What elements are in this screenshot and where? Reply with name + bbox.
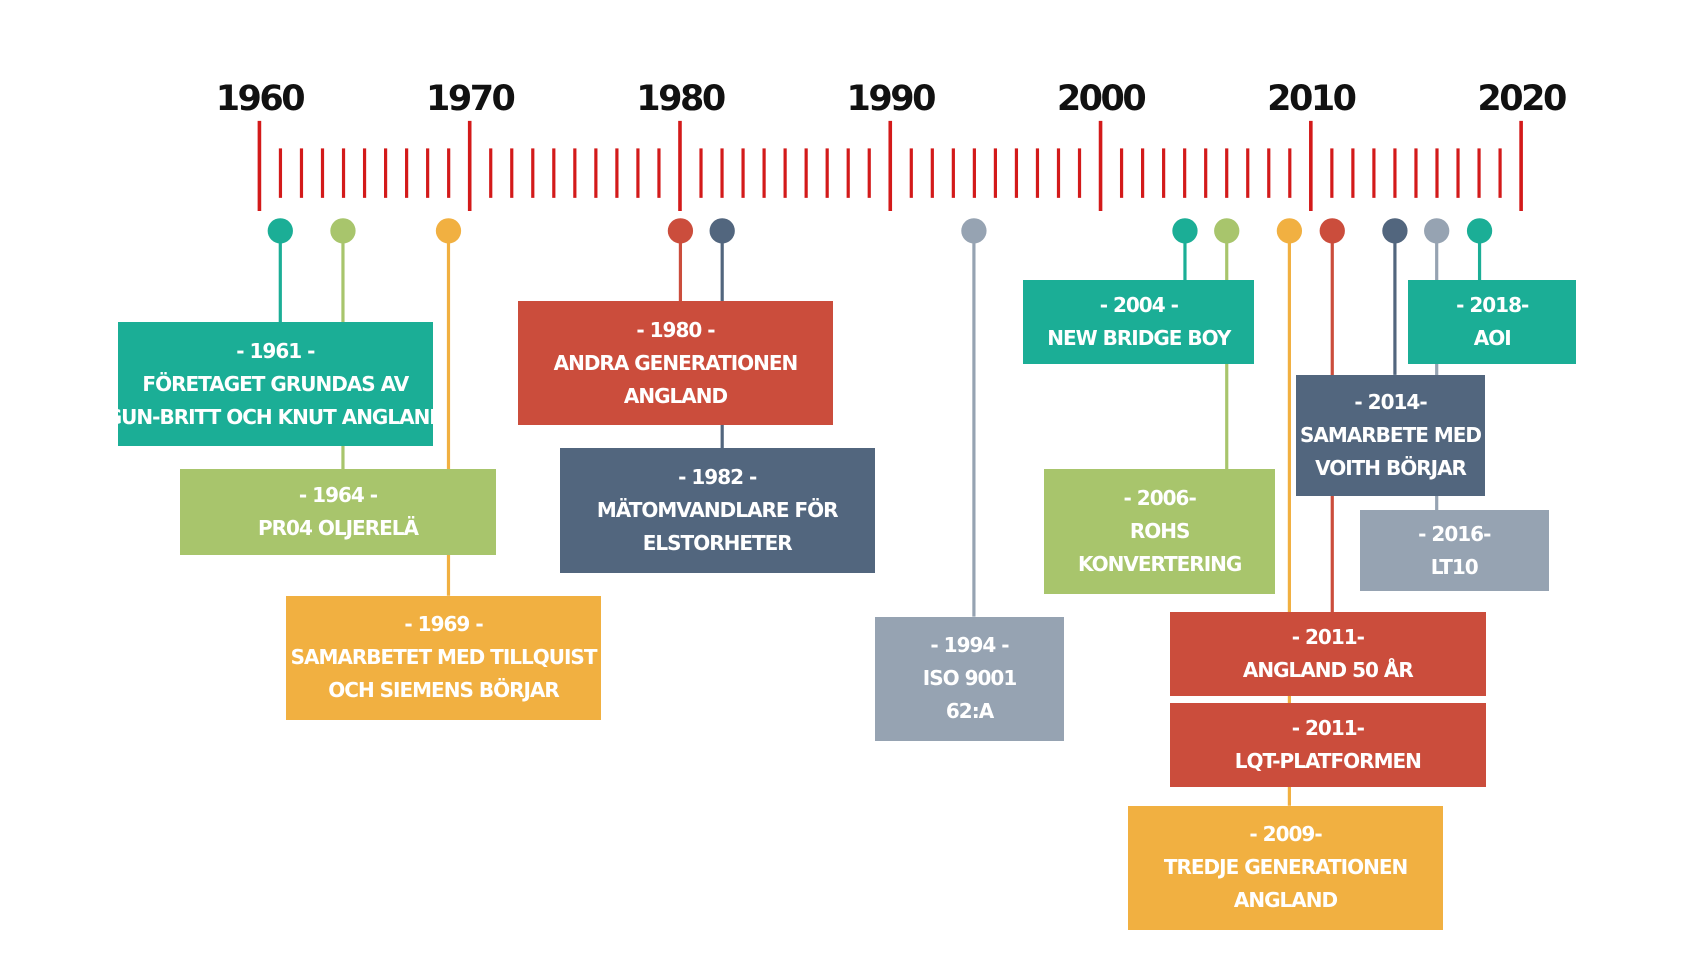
event-year-label: - 2009- <box>1249 822 1322 847</box>
event-box-1980: - 1980 - ANDRA GENERATIONEN ANGLAND <box>517 301 834 426</box>
decade-label-2020: 2020 <box>1477 79 1566 119</box>
event-box-1969: - 1969 - SAMARBETET MED TILLQUIST OCH SIEM… <box>285 595 602 720</box>
event-text-line: 62:A <box>945 699 994 724</box>
event-year-label: - 1982 - <box>678 465 757 490</box>
decade-label-1960: 1960 <box>216 79 305 119</box>
event-text-line: ISO 9001 <box>922 666 1017 691</box>
event-text-line: OCH SIEMENS BÖRJAR <box>328 678 560 703</box>
event-year-label: - 2014- <box>1354 389 1427 414</box>
event-text-line: LQT-PLATFORMEN <box>1234 749 1422 774</box>
event-text-line: ELSTORHETER <box>642 531 793 556</box>
event-dot-1982 <box>709 218 735 244</box>
event-dot-1969 <box>435 218 462 244</box>
event-text-line: GUN-BRITT OCH KNUT ANGLAND <box>105 404 446 429</box>
event-box-2004: - 2004 - NEW BRIDGE BOY <box>1023 280 1255 364</box>
event-box-2011a: - 2011- ANGLAND 50 ÅR <box>1169 612 1487 696</box>
event-year-label: - 2006- <box>1123 485 1197 510</box>
event-dot-2018 <box>1466 218 1493 244</box>
event-box-2014: - 2014- SAMARBETE MED VOITH BÖRJAR <box>1295 374 1486 496</box>
event-text-line: SAMARBETE MED <box>1300 422 1482 447</box>
event-text-line: KONVERTERING <box>1078 551 1242 576</box>
event-dot-2006 <box>1214 218 1240 244</box>
event-text-line: ANGLAND 50 ÅR <box>1242 658 1414 683</box>
decade-label-1980: 1980 <box>636 79 725 119</box>
event-text-line: TREDJE GENERATIONEN <box>1163 855 1408 880</box>
event-dot-2014 <box>1382 218 1408 244</box>
event-year-label: - 2004 - <box>1099 293 1179 318</box>
decade-label-1970: 1970 <box>426 79 515 119</box>
event-text-line: AOI <box>1473 326 1512 351</box>
event-dots <box>267 218 1493 244</box>
event-text-line: ROHS <box>1129 518 1191 543</box>
event-dot-1994 <box>961 218 987 244</box>
event-dot-2016 <box>1424 218 1450 244</box>
event-dot-1961 <box>267 218 293 244</box>
event-dot-1964 <box>330 218 356 244</box>
event-text-line: VOITH BÖRJAR <box>1315 455 1467 480</box>
event-year-label: - 1964 - <box>298 483 378 508</box>
event-box-1961: - 1961 - FÖRETAGET GRUNDAS AV GUN-BRITT OC… <box>106 322 446 447</box>
event-year-label: - 2018- <box>1456 293 1529 318</box>
event-dot-2011a <box>1319 218 1345 244</box>
event-box-1994: - 1994 - ISO 9001 62:A <box>874 616 1065 741</box>
event-year-label: - 1980 - <box>636 317 715 342</box>
event-year-label: - 1969 - <box>404 612 483 637</box>
event-text-line: FÖRETAGET GRUNDAS AV <box>142 371 409 396</box>
event-text-line: ANDRA GENERATIONEN <box>553 350 799 375</box>
event-year-label: - 2011- <box>1291 716 1365 741</box>
decade-label-1990: 1990 <box>847 79 936 119</box>
event-year-label: - 1994 - <box>930 633 1009 658</box>
event-box-1964: - 1964 - PR04 OLJERELÄ <box>180 469 496 556</box>
event-box-2011b: - 2011- LQT-PLATFORMEN <box>1169 703 1487 788</box>
event-text-line: MÄTOMVANDLARE FÖR <box>596 498 839 523</box>
event-text-line: NEW BRIDGE BOY <box>1047 326 1231 351</box>
event-box-2006: - 2006- ROHS KONVERTERING <box>1044 469 1276 594</box>
decade-label-2010: 2010 <box>1267 79 1356 119</box>
event-dot-1980 <box>667 218 694 244</box>
decade-labels: 1960 1970 1980 1990 2000 2010 2020 <box>216 79 1569 119</box>
timeline-axis <box>257 120 1523 212</box>
event-year-label: - 2016- <box>1418 521 1491 546</box>
event-box-1982: - 1982 - MÄTOMVANDLARE FÖR ELSTORHETER <box>559 448 875 573</box>
event-text-line: ANGLAND <box>623 383 728 408</box>
decade-label-2000: 2000 <box>1057 79 1146 119</box>
event-text-line: PR04 OLJERELÄ <box>258 516 419 541</box>
event-box-2016: - 2016- LT10 <box>1359 510 1549 592</box>
event-dot-2009 <box>1276 218 1303 244</box>
event-year-label: - 1961 - <box>236 338 315 363</box>
event-text-line: ANGLAND <box>1233 888 1338 913</box>
event-box-2009: - 2009- TREDJE GENERATIONEN ANGLAND <box>1127 805 1444 930</box>
event-text-line: SAMARBETET MED TILLQUIST <box>290 645 598 670</box>
event-dot-2004 <box>1172 218 1198 244</box>
event-text-line: LT10 <box>1430 554 1479 579</box>
event-box-2018: - 2018- AOI <box>1408 280 1577 364</box>
event-year-label: - 2011- <box>1291 625 1365 650</box>
